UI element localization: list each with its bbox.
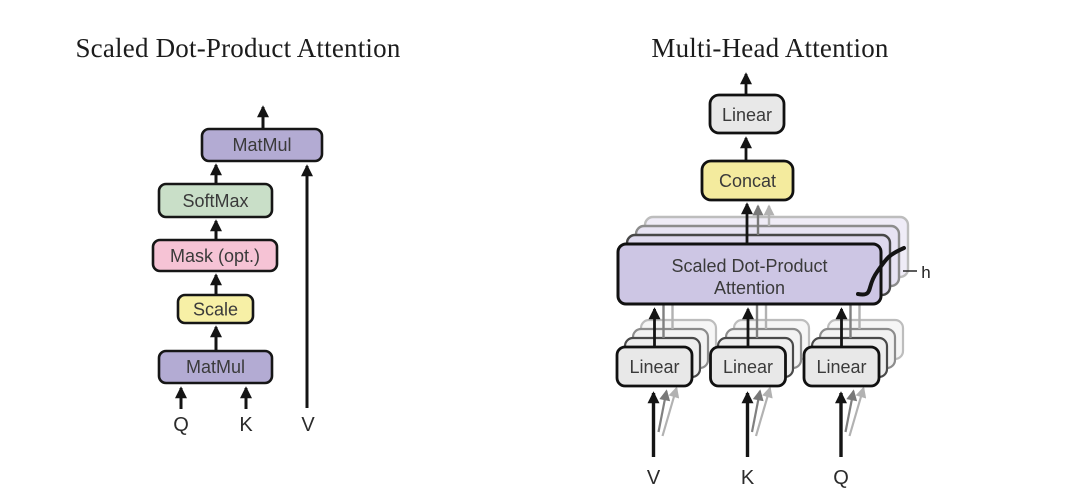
right-diagram-title: Multi-Head Attention	[651, 33, 889, 63]
v-shadow-input-arrow-1	[657, 389, 671, 433]
sdpa-label-line2: Attention	[714, 278, 785, 298]
k-input-label: K	[239, 414, 253, 436]
q-shadow-input-arrow-2	[848, 386, 867, 437]
linear-q-label: Linear	[816, 357, 866, 377]
sdpa-label-line1: Scaled Dot-Product	[671, 256, 827, 276]
linear-k-label: Linear	[723, 357, 773, 377]
matmul-bottom-label: MatMul	[186, 357, 245, 377]
matmul-bottom-box	[157, 349, 274, 385]
softmax-label: SoftMax	[182, 191, 248, 211]
mask-box	[151, 238, 279, 273]
concat-label: Concat	[719, 171, 776, 191]
linear-v-label: Linear	[629, 357, 679, 377]
scaled-dot-product-attention-diagram: MatMul SoftMax Mask (opt.) Scale MatMul …	[151, 105, 324, 436]
concat-box	[700, 159, 795, 202]
heads-count-curve	[856, 246, 906, 297]
linear-top-box	[708, 93, 786, 135]
linear-k-box	[709, 345, 787, 388]
linear-q-box	[802, 345, 881, 388]
q-input-label: Q	[173, 414, 189, 436]
matmul-top-box	[200, 127, 324, 163]
q-input-label-right: Q	[833, 467, 849, 489]
heads-count-label: h	[921, 263, 930, 282]
linear-v-box	[615, 345, 694, 388]
q-shadow-input-arrow-1	[844, 389, 858, 433]
k-shadow-input-arrow-1	[750, 389, 764, 433]
mask-label: Mask (opt.)	[170, 246, 260, 266]
matmul-top-label: MatMul	[232, 135, 291, 155]
left-diagram-title: Scaled Dot-Product Attention	[75, 33, 401, 63]
scale-label: Scale	[193, 300, 238, 320]
v-input-label-right: V	[647, 467, 661, 489]
multi-head-attention-diagram: Scaled Dot-Product Attention h Linear Li…	[615, 72, 931, 489]
softmax-box	[157, 182, 274, 219]
k-shadow-input-arrow-2	[754, 386, 773, 437]
scale-box	[176, 293, 255, 325]
sdpa-box	[616, 242, 883, 306]
k-input-label-right: K	[741, 467, 755, 489]
v-shadow-input-arrow-2	[661, 386, 680, 437]
linear-top-label: Linear	[722, 105, 772, 125]
v-input-label: V	[301, 414, 315, 436]
